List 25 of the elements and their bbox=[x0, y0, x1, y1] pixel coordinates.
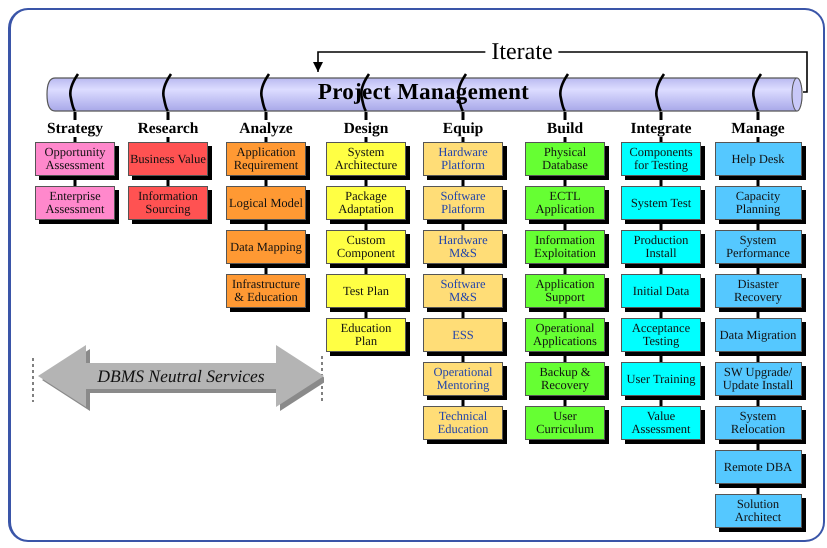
column-heading: Analyze bbox=[221, 120, 311, 137]
column-heading: Design bbox=[321, 120, 411, 137]
connector-line bbox=[264, 112, 268, 120]
connector-line bbox=[166, 112, 170, 120]
column-heading: Equip bbox=[418, 120, 508, 137]
connector-line bbox=[364, 137, 368, 142]
connector-line bbox=[364, 112, 368, 120]
column-heading: Manage bbox=[713, 120, 803, 137]
arrow-label: DBMS Neutral Services bbox=[97, 366, 265, 386]
column-heading: Integrate bbox=[616, 120, 706, 137]
connector-line bbox=[74, 137, 76, 142]
column-heading: Research bbox=[123, 120, 213, 137]
connector-line bbox=[166, 137, 170, 142]
connector-line bbox=[756, 112, 760, 120]
connector-line bbox=[756, 137, 760, 142]
connector-line bbox=[660, 112, 662, 120]
connector-line bbox=[462, 137, 464, 142]
column-heading: Strategy bbox=[30, 120, 120, 137]
connector-line bbox=[462, 112, 464, 120]
connector-line bbox=[564, 137, 566, 142]
connector-line bbox=[264, 137, 268, 142]
connector-line bbox=[564, 112, 566, 120]
connector-line bbox=[74, 112, 76, 120]
column-heading: Build bbox=[520, 120, 610, 137]
connector-line bbox=[660, 137, 662, 142]
